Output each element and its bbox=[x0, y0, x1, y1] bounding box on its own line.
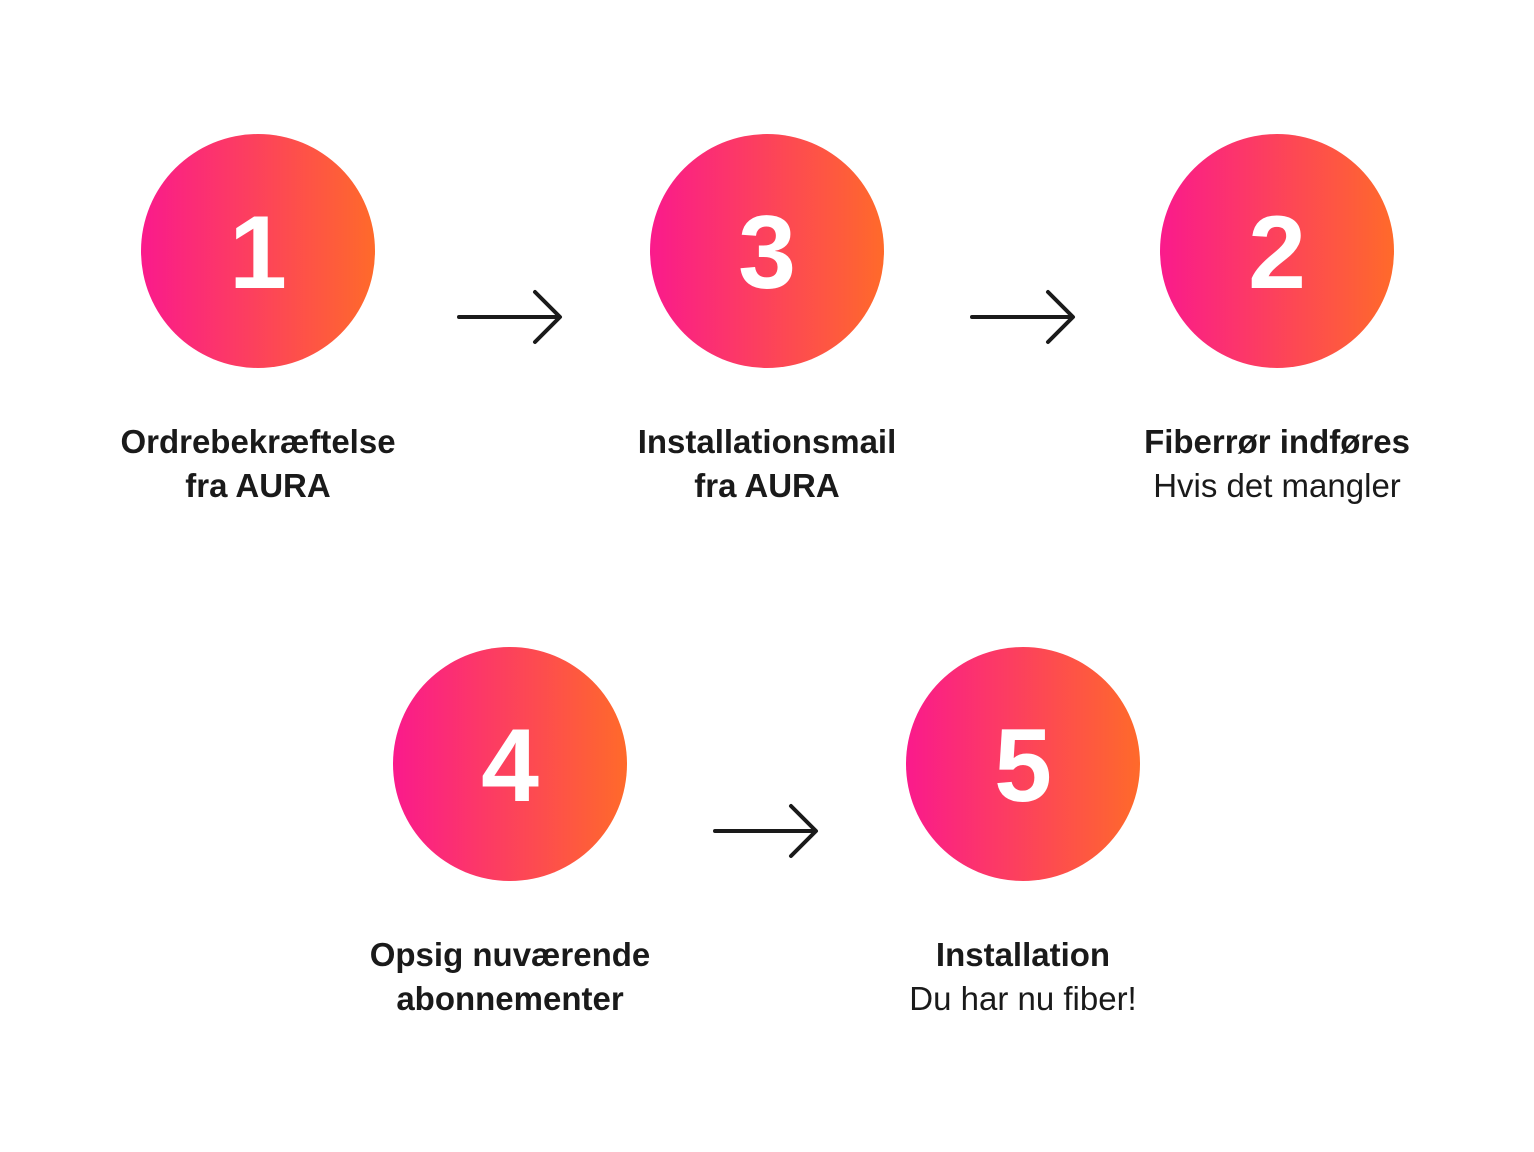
step-2: 2 Fiberrør indføres Hvis det mangler bbox=[1067, 134, 1487, 508]
step-number: 4 bbox=[481, 708, 539, 824]
step-circle: 5 bbox=[906, 647, 1140, 881]
step-circle: 4 bbox=[393, 647, 627, 881]
step-4: 4 Opsig nuværende abonnementer bbox=[300, 647, 720, 1021]
step-label: Installation Du har nu fiber! bbox=[813, 933, 1233, 1021]
step-5: 5 Installation Du har nu fiber! bbox=[813, 647, 1233, 1021]
arrow-right-icon bbox=[970, 290, 1075, 344]
step-number: 1 bbox=[229, 195, 287, 311]
step-subtitle: Hvis det mangler bbox=[1153, 467, 1401, 504]
arrow-right-icon bbox=[457, 290, 562, 344]
step-subtitle: fra AURA bbox=[185, 467, 331, 504]
step-circle: 3 bbox=[650, 134, 884, 368]
step-label: Opsig nuværende abonnementer bbox=[300, 933, 720, 1021]
step-title: Installationsmail bbox=[637, 423, 897, 460]
step-subtitle: fra AURA bbox=[694, 467, 840, 504]
step-title: Opsig nuværende bbox=[369, 936, 651, 973]
step-circle: 2 bbox=[1160, 134, 1394, 368]
step-number: 3 bbox=[738, 195, 796, 311]
step-number: 2 bbox=[1248, 195, 1306, 311]
step-label: Fiberrør indføres Hvis det mangler bbox=[1067, 420, 1487, 508]
step-label: Installationsmail fra AURA bbox=[557, 420, 977, 508]
step-title: Ordrebekræftelse bbox=[120, 423, 396, 460]
step-1: 1 Ordrebekræftelse fra AURA bbox=[48, 134, 468, 508]
step-3: 3 Installationsmail fra AURA bbox=[557, 134, 977, 508]
step-subtitle: Du har nu fiber! bbox=[909, 980, 1137, 1017]
step-title: Installation bbox=[935, 936, 1111, 973]
arrow-right-icon bbox=[713, 804, 818, 858]
step-circle: 1 bbox=[141, 134, 375, 368]
step-label: Ordrebekræftelse fra AURA bbox=[48, 420, 468, 508]
step-title: Fiberrør indføres bbox=[1144, 423, 1410, 460]
step-subtitle: abonnementer bbox=[396, 980, 624, 1017]
step-number: 5 bbox=[994, 708, 1052, 824]
